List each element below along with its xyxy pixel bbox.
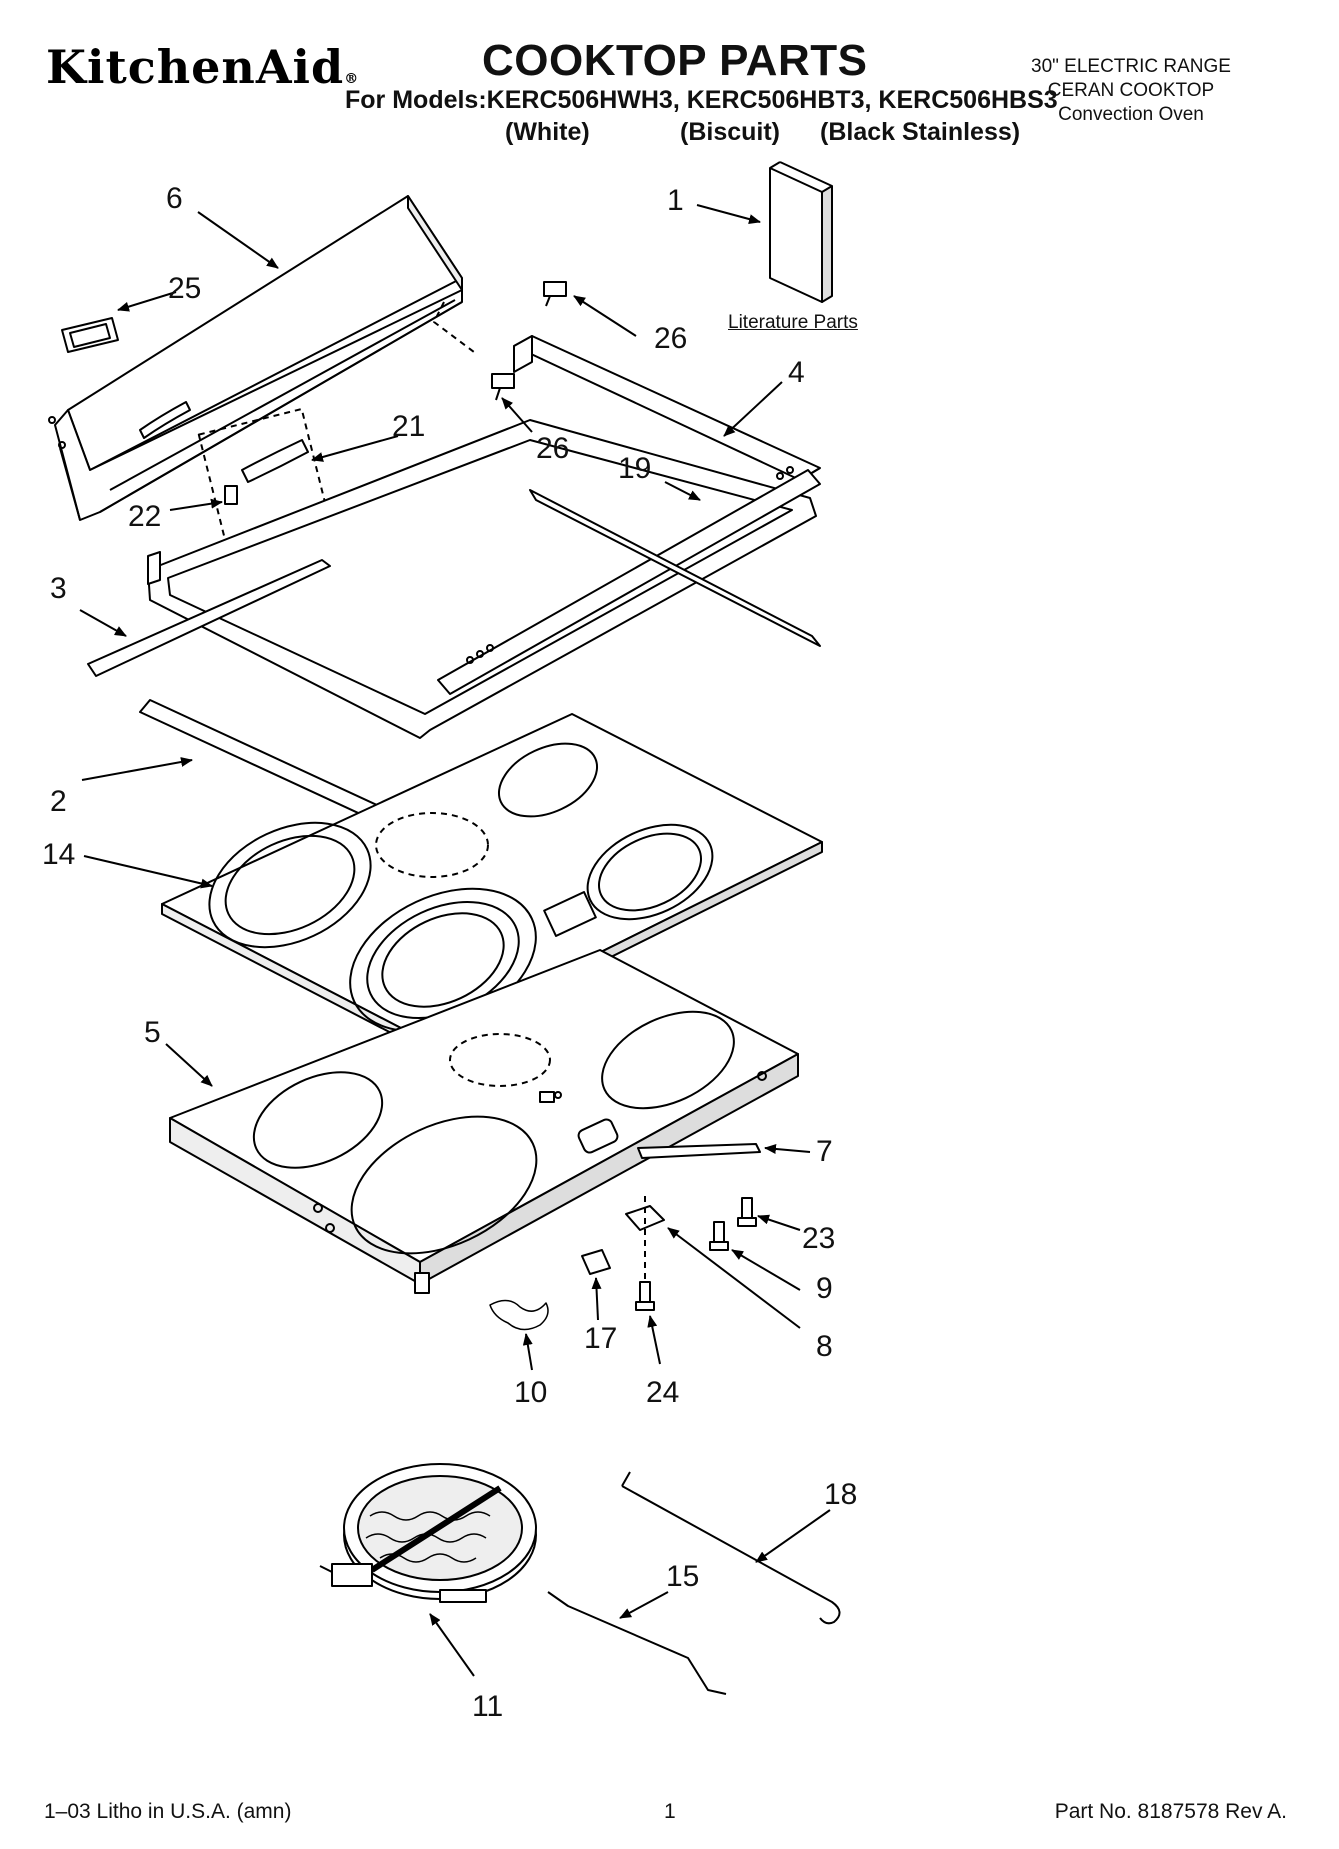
- radiant-element-part: [319, 1463, 537, 1603]
- callout-25: 25: [168, 272, 202, 305]
- callout-2: 2: [50, 785, 67, 818]
- callout-9: 9: [816, 1272, 833, 1305]
- clip-part: [224, 485, 238, 505]
- callout-5: 5: [144, 1016, 161, 1049]
- backguard-panel-part: [48, 195, 463, 521]
- callout-14: 14: [42, 838, 76, 871]
- variant-black-stainless: (Black Stainless): [820, 118, 1021, 146]
- leader-arrows: [79, 204, 831, 1677]
- screw-part: [433, 281, 567, 401]
- front-bracket-part: [637, 1143, 761, 1159]
- hardware-parts: [581, 1196, 757, 1311]
- callout-26-upper: 26: [654, 322, 688, 355]
- page-number: 1: [664, 1800, 676, 1823]
- frame-trim-part: [147, 419, 821, 739]
- page-title: COOKTOP PARTS: [482, 36, 868, 85]
- callout-21: 21: [392, 410, 426, 443]
- callout-19: 19: [618, 452, 652, 485]
- callout-15: 15: [666, 1560, 700, 1593]
- rod-part-18: [621, 1471, 841, 1625]
- kitchenaid-logo: KitchenAid®: [46, 40, 360, 94]
- callout-10: 10: [514, 1376, 548, 1409]
- literature-parts-label: Literature Parts: [728, 312, 858, 333]
- callout-8: 8: [816, 1330, 833, 1363]
- burner-box-part: [169, 949, 799, 1294]
- wire-harness-part: [489, 1299, 549, 1331]
- spec-line-3: Convection Oven: [1058, 104, 1204, 125]
- rear-gasket-part: [529, 489, 821, 647]
- rear-bracket-part: [513, 335, 821, 481]
- callout-18: 18: [824, 1478, 858, 1511]
- callout-24: 24: [646, 1376, 680, 1409]
- callout-1: 1: [667, 184, 684, 217]
- side-gasket-part: [87, 559, 331, 677]
- footer-litho: 1–03 Litho in U.S.A. (amn): [44, 1800, 292, 1823]
- callout-4: 4: [788, 356, 805, 389]
- model-list: For Models:KERC506HWH3, KERC506HBT3, KER…: [345, 86, 1058, 114]
- part-number: Part No. 8187578 Rev A.: [1054, 1800, 1287, 1823]
- callout-7: 7: [816, 1135, 833, 1168]
- switch-part: [241, 439, 309, 483]
- callout-17: 17: [584, 1322, 618, 1355]
- literature-booklet-part: [769, 161, 833, 303]
- rod-part-15: [547, 1591, 727, 1695]
- spec-line-2: CERAN COOKTOP: [1047, 80, 1215, 101]
- callout-26-lower: 26: [536, 432, 570, 465]
- variant-white: (White): [505, 118, 590, 146]
- callout-11: 11: [472, 1690, 504, 1723]
- variant-biscuit: (Biscuit): [680, 118, 780, 146]
- callout-3: 3: [50, 572, 67, 605]
- callout-6: 6: [166, 182, 183, 215]
- spec-line-1: 30" ELECTRIC RANGE: [1031, 56, 1231, 77]
- callout-23: 23: [802, 1222, 836, 1255]
- callout-22: 22: [128, 500, 162, 533]
- badge-part: [61, 317, 119, 353]
